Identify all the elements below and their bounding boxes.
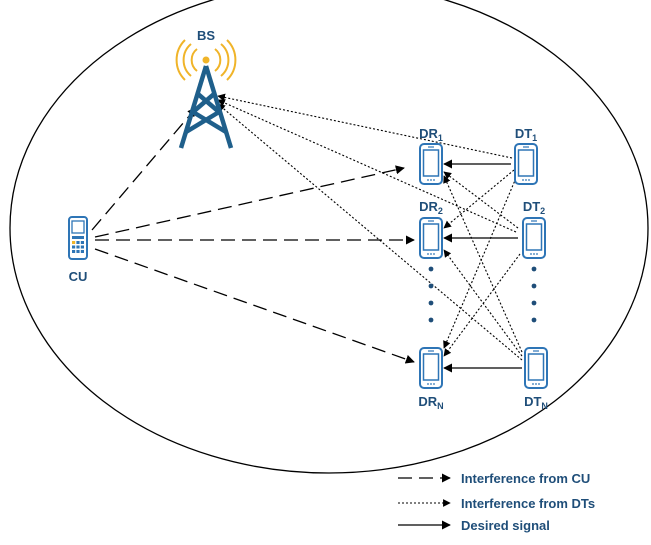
dt1-phone-icon (514, 143, 538, 185)
drn-label: DRN (418, 394, 443, 411)
cu-label: CU (69, 269, 88, 284)
dt2-to-dr1-link (443, 171, 519, 229)
dtn-label-main: DT (524, 394, 541, 409)
legend-cu-interference: Interference from CU (398, 471, 590, 486)
dt-interference-links (217, 93, 523, 361)
dtn-phone-icon (524, 347, 548, 389)
dt1-node: DT1 (514, 126, 538, 185)
dr-ellipsis-dots (428, 266, 434, 323)
dr1-phone-icon (419, 143, 443, 185)
antenna-waves-icon (175, 39, 237, 81)
dr1-label: DR1 (419, 126, 443, 143)
dt2-to-drn-link (443, 253, 521, 357)
cellular-user: CU (68, 216, 88, 284)
dt2-to-bs-link (217, 99, 517, 233)
dtn-to-dr1-link (443, 175, 523, 353)
bs-label: BS (197, 28, 215, 43)
dr1-node: DR1 (419, 126, 443, 185)
dt1-label-main: DT (515, 126, 532, 141)
dt-ellipsis-dots (531, 266, 537, 323)
drn-phone-icon (419, 347, 443, 389)
dt2-node: DT2 (522, 199, 546, 259)
legend-desired: Desired signal (398, 518, 550, 533)
antenna-tip-icon (202, 56, 210, 64)
tower-icon (178, 65, 234, 149)
legend-dt-interference: Interference from DTs (398, 496, 595, 511)
base-station: BS (175, 28, 237, 149)
dt2-phone-icon (522, 217, 546, 259)
dt1-to-drn-link (443, 177, 517, 349)
dt1-label-sub: 1 (532, 133, 537, 143)
dtn-to-dr2-link (443, 249, 523, 357)
dr2-node: DR2 (419, 199, 443, 259)
dtn-label-sub: N (541, 401, 548, 411)
legend-cu-text: Interference from CU (461, 471, 590, 486)
cell-boundary (9, 0, 649, 474)
cu-to-drn-link (94, 248, 415, 364)
dr2-label-sub: 2 (438, 206, 443, 216)
dt1-label: DT1 (515, 126, 537, 143)
dtn-to-bs-link (217, 103, 523, 361)
dt1-to-bs-link (217, 93, 513, 159)
dt2-label: DT2 (523, 199, 545, 216)
drn-label-main: DR (418, 394, 437, 409)
dr2-label-main: DR (419, 199, 438, 214)
drn-node: DRN (418, 347, 444, 411)
cu-phone-icon (68, 216, 88, 260)
dr1-label-main: DR (419, 126, 438, 141)
legend-dt-text: Interference from DTs (461, 496, 595, 511)
cu-to-bs-link (91, 107, 197, 231)
dtn-label: DTN (524, 394, 548, 411)
cu-to-dr1-link (94, 165, 405, 238)
dt2-label-main: DT (523, 199, 540, 214)
dr2-label: DR2 (419, 199, 443, 216)
drn-label-sub: N (437, 401, 444, 411)
dtn-node: DTN (524, 347, 548, 411)
dr1-label-sub: 1 (438, 133, 443, 143)
legend-desired-text: Desired signal (461, 518, 550, 533)
dr2-phone-icon (419, 217, 443, 259)
desired-links (443, 159, 522, 373)
cu-interference-links (91, 107, 415, 364)
dt2-label-sub: 2 (540, 206, 545, 216)
legend: Interference from CU Interference from D… (398, 471, 595, 533)
